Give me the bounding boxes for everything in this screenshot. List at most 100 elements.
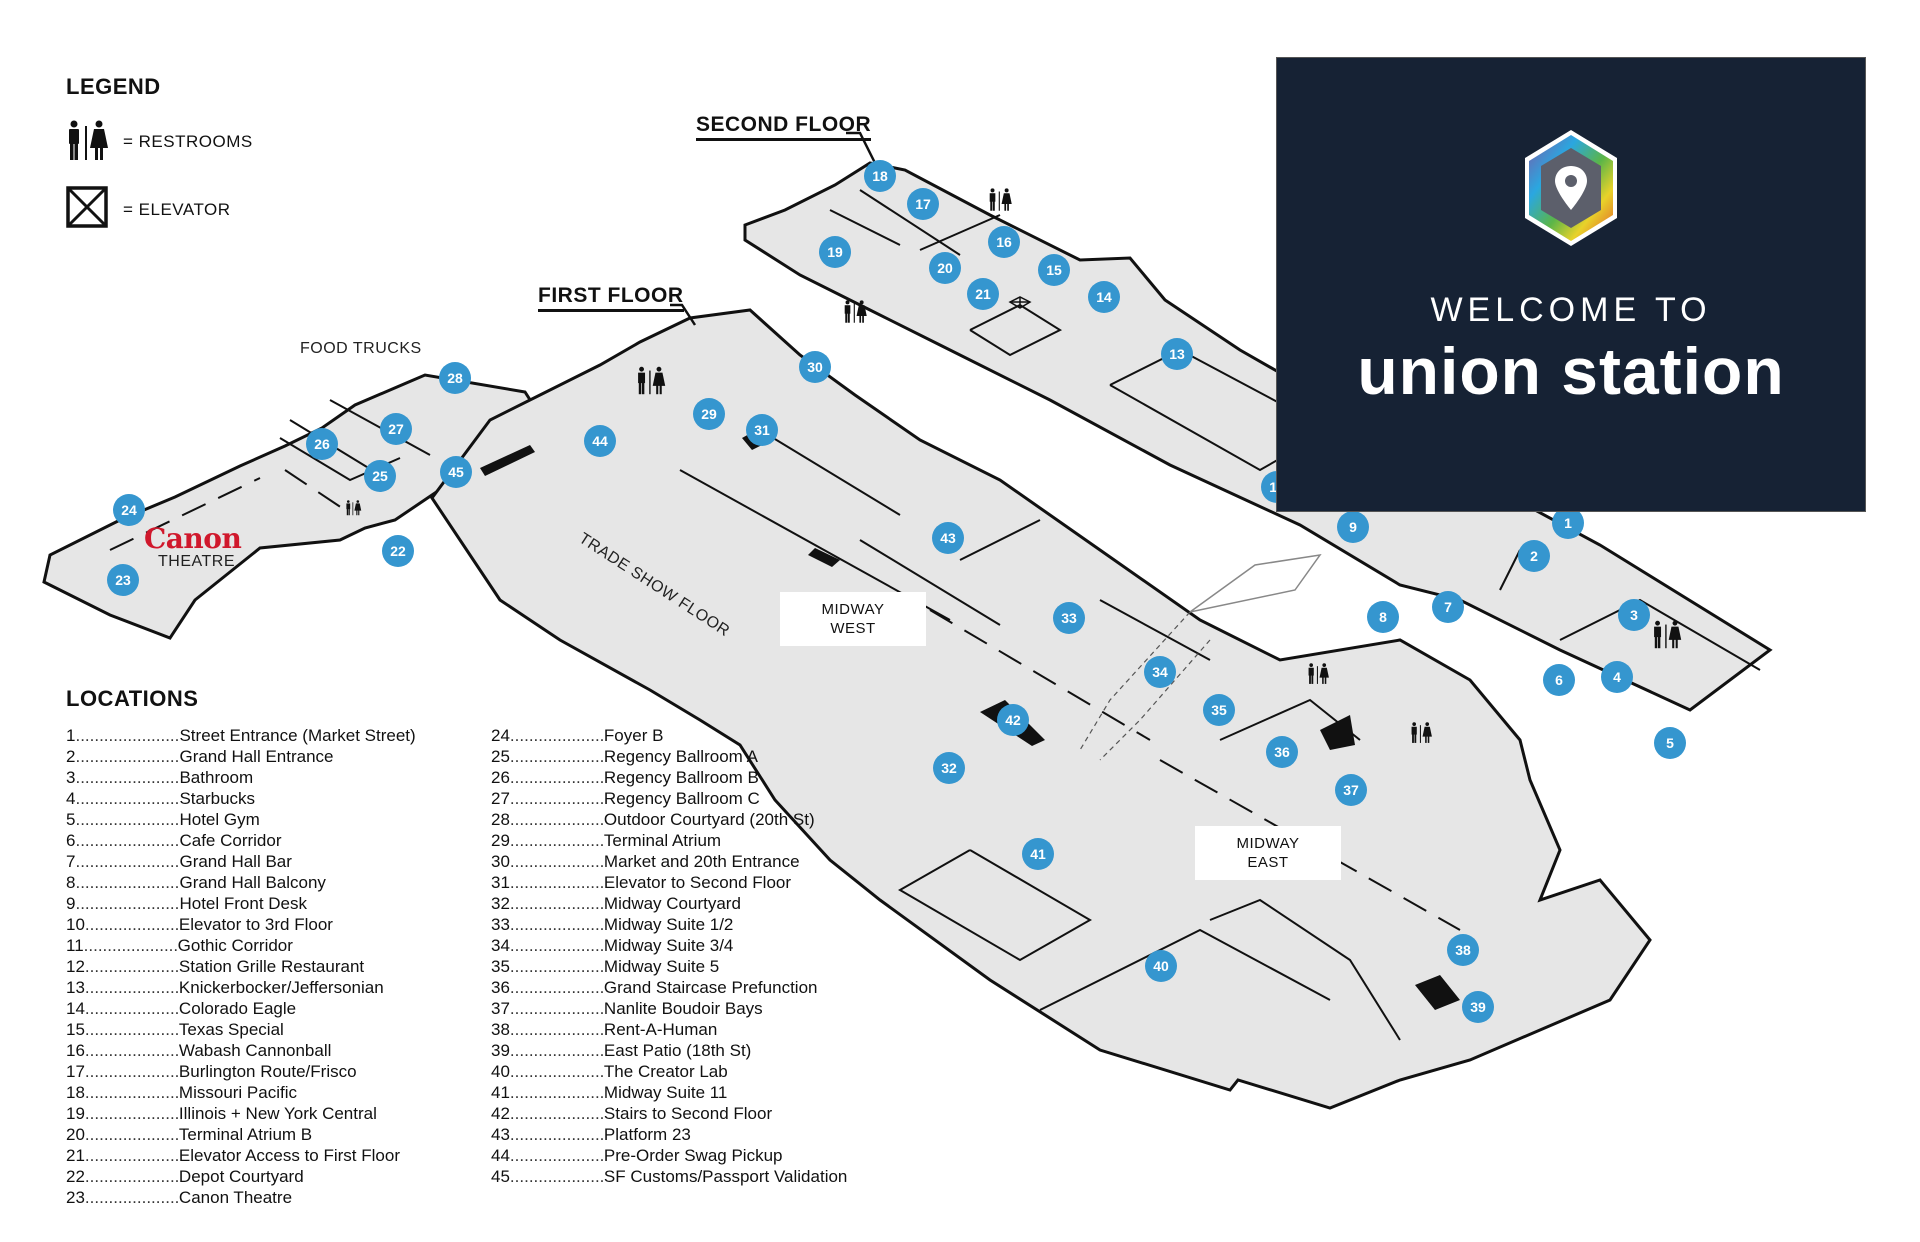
location-marker[interactable]: 17: [907, 188, 939, 220]
leader-dots: ........................................…: [84, 957, 179, 976]
location-marker[interactable]: 3: [1618, 599, 1650, 631]
location-number: 41: [491, 1083, 510, 1102]
location-marker[interactable]: 8: [1367, 601, 1399, 633]
location-list-item: 2.......................................…: [66, 746, 416, 767]
location-number: 19: [66, 1104, 85, 1123]
location-name: Regency Ballroom C: [603, 789, 760, 808]
location-list-item: 27......................................…: [491, 788, 847, 809]
leader-dots: ........................................…: [84, 1083, 179, 1102]
location-name: Depot Courtyard: [178, 1167, 304, 1186]
location-name: Starbucks: [179, 789, 256, 808]
location-marker[interactable]: 31: [746, 414, 778, 446]
location-list-item: 38......................................…: [491, 1019, 847, 1040]
location-number: 8: [66, 873, 76, 892]
canon-logo: Canon: [144, 522, 242, 555]
location-marker[interactable]: 30: [799, 351, 831, 383]
location-marker[interactable]: 26: [306, 428, 338, 460]
midway-east-line1: MIDWAY: [1236, 835, 1300, 852]
location-list-item: 6.......................................…: [66, 830, 416, 851]
location-marker[interactable]: 22: [382, 535, 414, 567]
location-marker[interactable]: 43: [932, 522, 964, 554]
leader-dots: ........................................…: [75, 831, 180, 850]
location-marker[interactable]: 29: [693, 398, 725, 430]
location-name: Canon Theatre: [178, 1188, 293, 1207]
location-marker[interactable]: 38: [1447, 934, 1479, 966]
leader-dots: ........................................…: [84, 1125, 179, 1144]
location-name: Terminal Atrium B: [178, 1125, 313, 1144]
location-marker[interactable]: 23: [107, 564, 139, 596]
location-marker[interactable]: 27: [380, 413, 412, 445]
location-marker[interactable]: 44: [584, 425, 616, 457]
location-name: Elevator to Second Floor: [603, 873, 792, 892]
location-list-item: 41......................................…: [491, 1082, 847, 1103]
location-name: Midway Courtyard: [603, 894, 741, 913]
location-marker[interactable]: 6: [1543, 664, 1575, 696]
location-name: Regency Ballroom A: [603, 747, 758, 766]
elevator-icon: [66, 186, 108, 228]
location-number: 9: [66, 894, 76, 913]
location-list-item: 30......................................…: [491, 851, 847, 872]
second-floor-label: SECOND FLOOR: [696, 113, 872, 141]
leader-dots: ........................................…: [509, 1167, 604, 1186]
location-marker[interactable]: 16: [988, 226, 1020, 258]
location-name: Texas Special: [178, 1020, 284, 1039]
location-list-item: 17......................................…: [66, 1061, 416, 1082]
midway-west-line1: MIDWAY: [821, 601, 885, 618]
location-marker[interactable]: 4: [1601, 661, 1633, 693]
leader-dots: ........................................…: [509, 1104, 604, 1123]
location-marker[interactable]: 15: [1038, 254, 1070, 286]
location-list-item: 43......................................…: [491, 1124, 847, 1145]
location-marker[interactable]: 14: [1088, 281, 1120, 313]
leader-dots: ........................................…: [75, 894, 180, 913]
location-name: Outdoor Courtyard (20th St): [603, 810, 815, 829]
leader-dots: ........................................…: [509, 978, 604, 997]
second-floor-plan: [743, 161, 1773, 712]
midway-west-label: MIDWAY WEST: [780, 592, 926, 646]
location-marker[interactable]: 18: [864, 160, 896, 192]
location-marker[interactable]: 5: [1654, 727, 1686, 759]
location-marker[interactable]: 42: [997, 704, 1029, 736]
location-marker[interactable]: 45: [440, 456, 472, 488]
location-marker[interactable]: 33: [1053, 602, 1085, 634]
leader-dots: ........................................…: [84, 915, 179, 934]
location-list-item: 40......................................…: [491, 1061, 847, 1082]
location-marker[interactable]: 1: [1552, 507, 1584, 539]
location-list-item: 3.......................................…: [66, 767, 416, 788]
location-list-item: 4.......................................…: [66, 788, 416, 809]
location-marker[interactable]: 9: [1337, 511, 1369, 543]
location-marker[interactable]: 21: [967, 278, 999, 310]
location-name: Pre-Order Swag Pickup: [603, 1146, 783, 1165]
location-list-item: 44......................................…: [491, 1145, 847, 1166]
location-marker[interactable]: 37: [1335, 774, 1367, 806]
location-marker[interactable]: 24: [113, 494, 145, 526]
location-marker[interactable]: 36: [1266, 736, 1298, 768]
location-list-item: 39......................................…: [491, 1040, 847, 1061]
location-list-item: 19......................................…: [66, 1103, 416, 1124]
location-marker[interactable]: 39: [1462, 991, 1494, 1023]
location-marker[interactable]: 20: [929, 252, 961, 284]
location-list-item: 21......................................…: [66, 1145, 416, 1166]
location-number: 17: [66, 1062, 85, 1081]
welcome-panel: WELCOME TO union station: [1276, 57, 1866, 512]
location-marker[interactable]: 2: [1518, 540, 1550, 572]
location-marker[interactable]: 13: [1161, 338, 1193, 370]
location-marker[interactable]: 35: [1203, 694, 1235, 726]
location-name: Street Entrance (Market Street): [179, 726, 416, 745]
location-marker[interactable]: 41: [1022, 838, 1054, 870]
location-number: 12: [66, 957, 85, 976]
location-marker[interactable]: 34: [1144, 656, 1176, 688]
location-marker[interactable]: 40: [1145, 950, 1177, 982]
leader-dots: ........................................…: [84, 1062, 179, 1081]
location-number: 14: [66, 999, 85, 1018]
leader-dots: ........................................…: [509, 999, 604, 1018]
location-marker[interactable]: 19: [819, 236, 851, 268]
location-marker[interactable]: 28: [439, 362, 471, 394]
location-marker[interactable]: 7: [1432, 591, 1464, 623]
location-name: Market and 20th Entrance: [603, 852, 800, 871]
location-list-item: 31......................................…: [491, 872, 847, 893]
location-number: 25: [491, 747, 510, 766]
location-marker[interactable]: 32: [933, 752, 965, 784]
midway-east-line2: EAST: [1247, 854, 1289, 871]
location-marker[interactable]: 25: [364, 460, 396, 492]
